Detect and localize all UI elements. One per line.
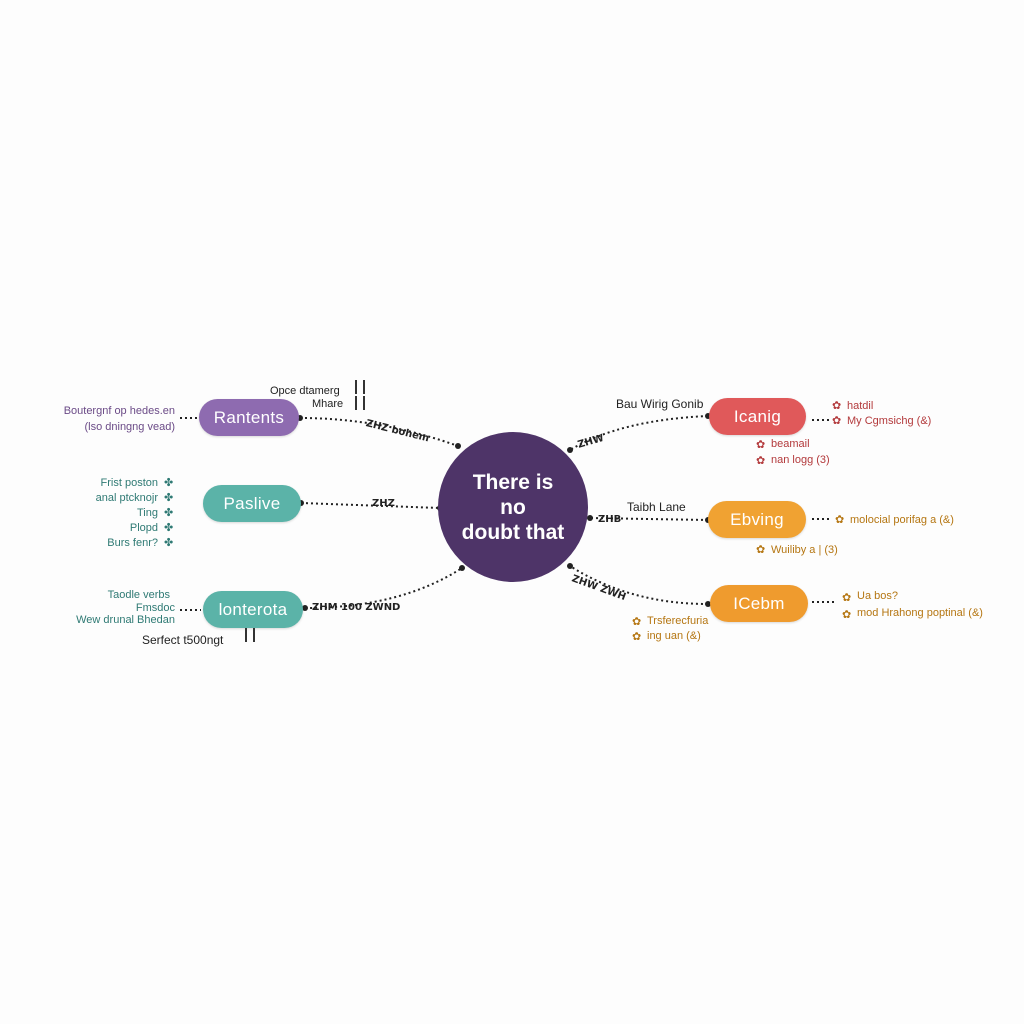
icanig-right-bullet-icons: ✿✿ xyxy=(832,399,842,427)
icebm-below-item-1: Trsferecfuria xyxy=(647,615,709,627)
rantents-marker-icon-2 xyxy=(355,396,365,410)
icebm-below-item-2: ing uan (&) xyxy=(647,630,701,642)
ebving-below-item-1: Wuiliby a | (3) xyxy=(771,544,838,556)
icanig-top-label: Bau Wirig Gonib xyxy=(616,397,704,411)
node-icanig-label: Icanig xyxy=(733,406,782,426)
node-icanig[interactable]: Icanig xyxy=(709,398,806,435)
rantents-left-label-1: Boutergnf op hedes.en xyxy=(63,405,175,417)
paslive-item-1: Frist poston xyxy=(100,477,158,489)
paslive-bullet-icons: ✤✤✤✤✤ xyxy=(164,476,174,549)
lonterota-left-label-2: Fmsdoc xyxy=(135,602,175,614)
center-text-line-2: no xyxy=(500,495,526,519)
node-ebving-label: Ebving xyxy=(730,509,784,529)
center-node[interactable]: There is no doubt that xyxy=(438,432,588,582)
icanig-below-bullet-icons: ✿✿ xyxy=(756,438,766,467)
center-text-line-3: doubt that xyxy=(461,520,565,544)
icebm-right-item-2: mod Hrahong poptinal (&) xyxy=(857,607,983,619)
rantents-top-label-1: Opce dtamerg xyxy=(270,385,340,397)
rantents-marker-icon xyxy=(355,380,365,394)
rantents-top-label-2: Mhare xyxy=(312,398,344,410)
lonterota-spine-label: ZHM 100 ZWND xyxy=(312,602,401,613)
node-lonterota-label: lonterota xyxy=(218,599,288,619)
lonterota-bottom-label: Serfect t500ngt xyxy=(142,633,224,647)
ebving-top-label: Taibh Lane xyxy=(627,500,686,514)
center-text-line-1: There is xyxy=(472,470,554,494)
rantents-left-label-2: (lso dningng vead) xyxy=(84,421,175,433)
icanig-below-item-1: beamail xyxy=(771,438,810,450)
node-icebm-label: ICebm xyxy=(733,593,785,613)
node-paslive-label: Paslive xyxy=(223,493,281,513)
icanig-right-item-1: hatdil xyxy=(847,400,874,412)
icebm-right-bullet-icons: ✿✿ xyxy=(842,591,852,621)
paslive-item-5: Burs fenr? xyxy=(107,537,158,549)
paslive-spine-label: ZHZ xyxy=(372,498,395,509)
icebm-below-bullet-icons: ✿✿ xyxy=(632,615,642,643)
ebving-right-bullet-icon: ✿ xyxy=(835,513,845,526)
node-paslive[interactable]: Paslive xyxy=(203,485,301,522)
paslive-item-3: Ting xyxy=(137,507,158,519)
lonterota-marker-icon xyxy=(245,628,255,642)
node-icebm[interactable]: ICebm xyxy=(710,585,808,622)
lonterota-left-label-1: Taodle verbs xyxy=(107,589,170,601)
node-rantents-label: Rantents xyxy=(213,407,285,427)
paslive-item-2: anal ptcknojr xyxy=(95,492,158,504)
node-ebving[interactable]: Ebving xyxy=(708,501,806,538)
ebving-right-item-1: molocial porifag a (&) xyxy=(850,514,954,526)
icanig-right-item-2: My Cgmsichg (&) xyxy=(847,415,932,427)
lonterota-left-label-3: Wew drunal Bhedan xyxy=(76,614,175,626)
ebving-spine-label: ZHB xyxy=(598,514,622,525)
node-rantents[interactable]: Rantents xyxy=(199,399,299,436)
paslive-item-4: Plopd xyxy=(129,522,158,534)
icanig-below-item-2: nan logg (3) xyxy=(771,454,830,466)
node-lonterota[interactable]: lonterota xyxy=(203,591,303,628)
icebm-right-item-1: Ua bos? xyxy=(857,590,898,602)
ebving-below-bullet-icon: ✿ xyxy=(756,543,766,556)
